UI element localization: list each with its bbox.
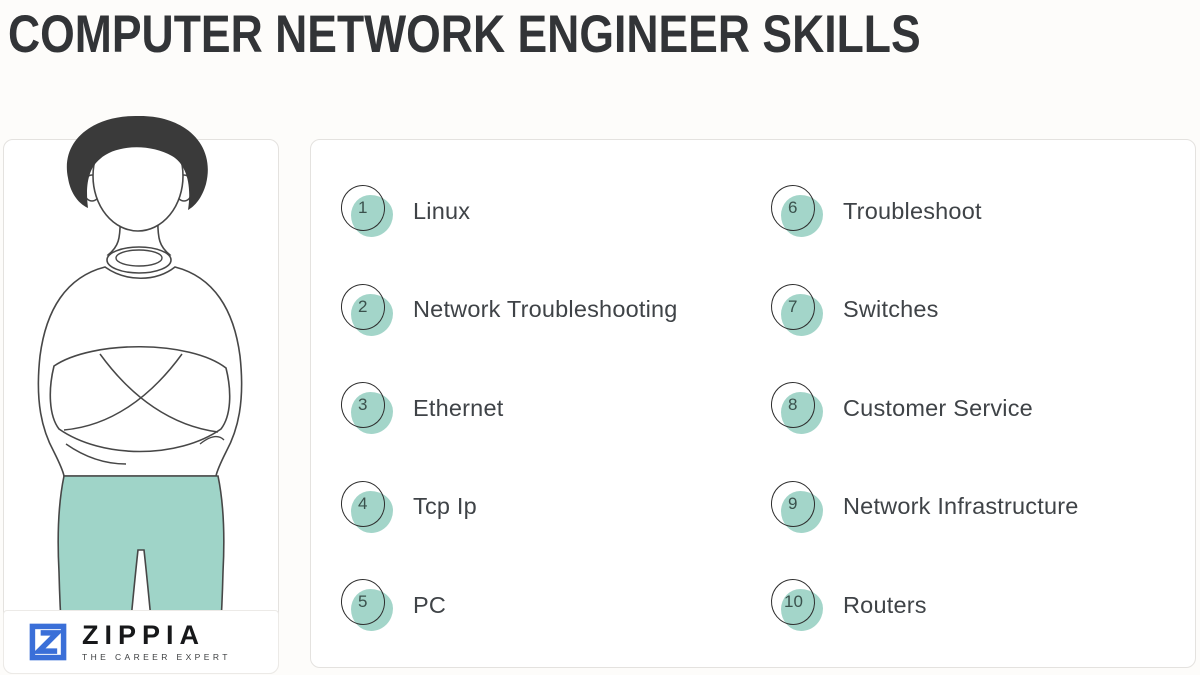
skill-number: 7 [788, 296, 798, 316]
badge-blob [781, 293, 823, 336]
skill-number: 4 [358, 493, 368, 513]
logo-tagline: THE CAREER EXPERT [82, 652, 231, 662]
skill-item: 8 Customer Service [768, 359, 1195, 458]
skills-column-left: 1 Linux 2 Network Troubleshooting 3 Ethe… [338, 162, 771, 667]
skill-item: 6 Troubleshoot [768, 162, 1195, 261]
logo-brand: ZIPPIA [82, 620, 206, 650]
badge-blob [351, 490, 393, 533]
page-title: COMPUTER NETWORK ENGINEER SKILLS [8, 5, 921, 64]
skill-number-badge: 1 [338, 182, 395, 239]
skill-number: 1 [358, 198, 368, 218]
skill-item: 10 Routers [768, 556, 1195, 655]
skill-number: 8 [788, 395, 798, 415]
zippia-z-icon [29, 623, 67, 661]
badge-blob [351, 293, 393, 336]
skill-label: Tcp Ip [413, 493, 477, 520]
skill-label: Troubleshoot [843, 197, 982, 224]
skill-label: Switches [843, 296, 939, 323]
skill-label: Network Troubleshooting [413, 296, 678, 323]
skill-number-badge: 2 [338, 280, 395, 338]
badge-blob [781, 490, 823, 533]
badge-blob [781, 589, 823, 632]
skill-label: Network Infrastructure [843, 493, 1079, 520]
skill-number: 5 [358, 592, 368, 612]
hair [66, 115, 208, 210]
skill-number: 10 [783, 592, 803, 612]
badge-blob [781, 392, 823, 435]
skill-number-badge: 3 [338, 379, 395, 436]
skill-number-badge: 7 [768, 280, 825, 338]
badge-blob [781, 195, 823, 238]
skill-item: 2 Network Troubleshooting [338, 261, 771, 360]
skill-label: Linux [413, 197, 471, 224]
skill-number-badge: 5 [338, 576, 395, 633]
skill-number: 2 [358, 296, 368, 316]
zippia-logo: ZIPPIA THE CAREER EXPERT [3, 610, 279, 674]
skill-number: 6 [788, 198, 798, 218]
skill-item: 5 PC [338, 556, 771, 655]
skill-number-badge: 10 [768, 576, 825, 633]
skill-item: 7 Switches [768, 261, 1195, 360]
skill-item: 3 Ethernet [338, 359, 771, 458]
skills-panel: 1 Linux 2 Network Troubleshooting 3 Ethe… [310, 139, 1196, 668]
skill-label: PC [413, 591, 447, 618]
badge-blob [351, 392, 393, 435]
skill-label: Routers [843, 591, 927, 618]
person-illustration [37, 115, 243, 672]
skill-label: Customer Service [843, 394, 1033, 421]
skill-label: Ethernet [413, 394, 504, 421]
badge-blob [351, 195, 393, 238]
skill-number-badge: 4 [338, 477, 395, 535]
skill-number: 3 [358, 395, 368, 415]
skill-number-badge: 8 [768, 379, 825, 436]
skill-number-badge: 6 [768, 182, 825, 239]
person-card: ZIPPIA THE CAREER EXPERT [3, 115, 279, 674]
skill-number-badge: 9 [768, 477, 825, 535]
badge-blob [351, 589, 393, 632]
skills-column-right: 6 Troubleshoot 7 Switches 8 Customer Ser… [768, 162, 1195, 667]
skill-number: 9 [788, 493, 798, 513]
skill-item: 9 Network Infrastructure [768, 458, 1195, 557]
skill-item: 1 Linux [338, 162, 771, 261]
skill-item: 4 Tcp Ip [338, 458, 771, 557]
